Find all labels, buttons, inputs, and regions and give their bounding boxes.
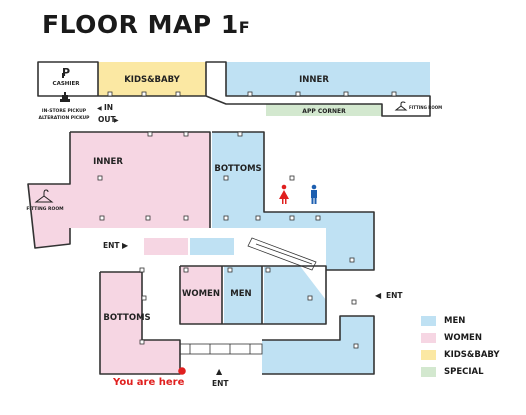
- map-title-text: FLOOR MAP: [42, 10, 212, 39]
- zone-kids-baby[interactable]: [98, 62, 206, 96]
- legend-item-men: MEN: [421, 316, 465, 326]
- pickup-counter-icon[interactable]: [60, 92, 70, 102]
- hanger-icon: [34, 189, 54, 203]
- hanger-icon: [394, 101, 408, 111]
- instore-pickup-label: IN-STORE PICKUP: [42, 108, 87, 114]
- zone-men-strip[interactable]: [190, 238, 234, 255]
- legend-label: WOMEN: [444, 333, 482, 343]
- ent-bottom-label: ENT: [212, 379, 229, 388]
- out-arrow-icon: ▶: [114, 117, 119, 124]
- zone-label-app-corner: APP CORNER: [302, 108, 346, 115]
- red-dot-icon: [178, 367, 186, 375]
- zone-label-bottoms-center: BOTTOMS: [214, 164, 261, 174]
- svg-text:P: P: [62, 66, 70, 79]
- zone-label-kids-baby: KIDS&BABY: [124, 75, 180, 85]
- zone-men-angled[interactable]: [264, 266, 326, 324]
- you-are-here-label: You are here: [112, 377, 185, 388]
- ent-left-arrow-icon: ▶: [122, 241, 129, 250]
- legend-swatch: [421, 367, 436, 377]
- zone-men[interactable]: [224, 266, 262, 324]
- map-title: FLOOR MAP 1F: [42, 10, 250, 39]
- ent-left-label: ENT: [103, 241, 120, 250]
- fitting-room-left-label: FITTING ROOM: [26, 206, 64, 212]
- display-fixtures: [179, 237, 317, 355]
- man-restroom-icon[interactable]: [311, 184, 317, 204]
- floor-number: 1: [220, 10, 239, 39]
- legend-swatch: [421, 333, 436, 343]
- zone-inner-top[interactable]: [226, 62, 430, 96]
- legend-item-kids-baby: KIDS&BABY: [421, 350, 500, 360]
- cashier-label: CASHIER: [53, 81, 81, 87]
- zone-bottoms-lower[interactable]: [100, 272, 180, 374]
- zone-label-inner-top: INNER: [299, 75, 329, 85]
- zone-men-lower-right[interactable]: [262, 316, 374, 374]
- legend-swatch: [421, 350, 436, 360]
- zone-label-bottoms-lower: BOTTOMS: [103, 313, 150, 323]
- zone-label-women: WOMEN: [182, 289, 220, 299]
- legend-item-special: SPECIAL: [421, 367, 484, 377]
- walls: [27, 61, 431, 375]
- zone-women-strip[interactable]: [144, 238, 188, 255]
- floor-suffix: F: [238, 18, 251, 37]
- in-arrow-icon: ◀: [97, 105, 102, 112]
- ent-bottom-arrow-icon: ▲: [216, 367, 223, 376]
- legend-label: SPECIAL: [444, 367, 484, 377]
- in-label: IN: [104, 103, 113, 112]
- zone-bottoms-center[interactable]: [212, 132, 264, 228]
- zone-women[interactable]: [180, 266, 222, 324]
- ent-right-arrow-icon: ◀: [375, 291, 382, 300]
- mirror-markers: [97, 91, 397, 349]
- legend-item-women: WOMEN: [421, 333, 482, 343]
- legend-label: KIDS&BABY: [444, 350, 500, 360]
- zone-inner-left[interactable]: [70, 132, 210, 228]
- zone-men-corridor: [264, 212, 330, 228]
- woman-restroom-icon[interactable]: [279, 184, 289, 204]
- legend-swatch: [421, 316, 436, 326]
- zone-label-inner-left: INNER: [93, 157, 123, 167]
- zone-app-corner[interactable]: [266, 104, 382, 116]
- alteration-pickup-label: ALTERATION PICKUP: [39, 115, 91, 121]
- zone-men-right[interactable]: [326, 212, 374, 270]
- legend-label: MEN: [444, 316, 466, 326]
- ent-right-label: ENT: [386, 291, 403, 300]
- zone-label-men: MEN: [230, 289, 251, 299]
- fitting-room-right-label: FITTING ROOM: [409, 105, 442, 110]
- cashier-p-icon[interactable]: P: [62, 66, 70, 79]
- out-label: OUT: [98, 115, 116, 124]
